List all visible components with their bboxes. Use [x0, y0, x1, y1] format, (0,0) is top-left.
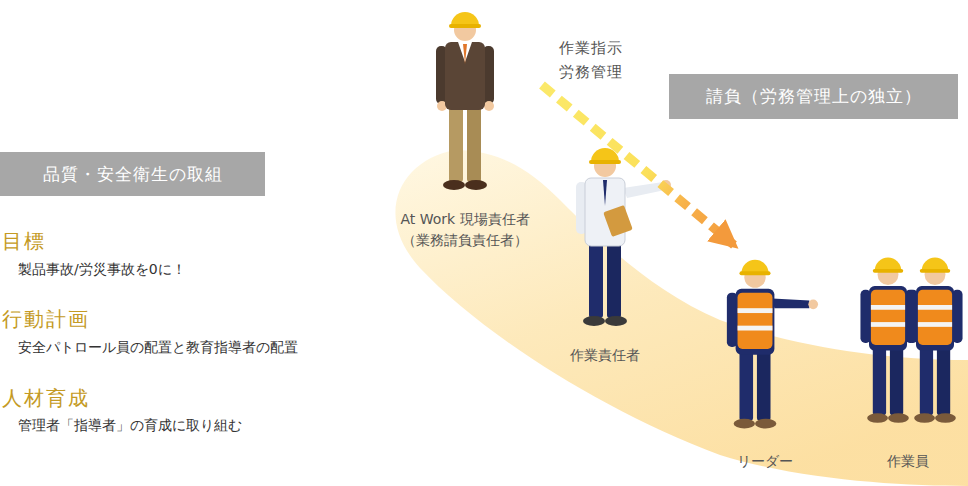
- section-heading: 目標: [2, 228, 46, 255]
- site-manager: At Work 現場責任者 （業務請負責任者）: [388, 0, 542, 252]
- box-title: 品質・安全衛生の取組: [43, 163, 223, 186]
- role-label: At Work 現場責任者 （業務請負責任者）: [398, 209, 532, 252]
- section-heading: 人材育成: [2, 385, 90, 412]
- role-label: 作業員: [887, 451, 929, 473]
- section-body: 製品事故/労災事故を0に！: [18, 261, 186, 279]
- section-heading-box: 品質・安全衛生の取組: [0, 152, 265, 196]
- role-label: 作業責任者: [570, 345, 640, 367]
- work-supervisor: 作業責任者: [540, 135, 670, 367]
- leader-figure: [727, 260, 818, 429]
- section-heading: 行動計画: [2, 306, 90, 333]
- workers: 作業員: [850, 245, 965, 473]
- leader: リーダー: [712, 245, 818, 473]
- section-body: 安全パトロール員の配置と教育指導者の配置: [18, 339, 298, 357]
- role-label: リーダー: [737, 451, 793, 473]
- manager-figure: [436, 12, 494, 190]
- box-title: 請負（労務管理上の独立）: [706, 85, 922, 108]
- worker-figure: [860, 258, 915, 423]
- worker-figure: [907, 258, 962, 423]
- arrow-label: 作業指示 労務管理: [556, 36, 631, 84]
- contract-box: 請負（労務管理上の独立）: [669, 74, 958, 119]
- section-body: 管理者「指導者」の育成に取り組む: [18, 417, 242, 435]
- supervisor-figure: [576, 148, 671, 326]
